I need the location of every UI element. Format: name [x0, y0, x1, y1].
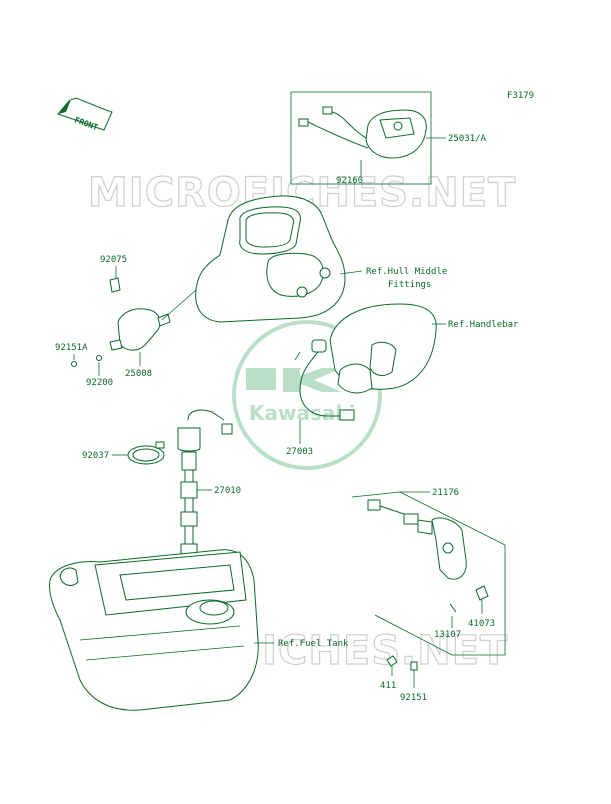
front-arrow-icon: FRONT [57, 97, 113, 132]
clip-92075 [109, 277, 121, 293]
clip-411 [386, 655, 398, 667]
hull-middle-part [195, 195, 346, 323]
label-92037: 92037 [82, 451, 109, 461]
logo-text: Kawasaki [249, 401, 356, 425]
label-25031a: 25031/A [448, 134, 487, 144]
part-25008 [117, 308, 161, 351]
label-ref-handlebar: Ref.Handlebar [448, 320, 519, 330]
fuel-tank [49, 549, 259, 711]
label-21176: 21176 [432, 488, 459, 498]
nut-92200 [96, 355, 102, 361]
label-92151: 92151 [400, 693, 427, 703]
label-ref-fuel-tank: Ref.Fuel Tank [278, 639, 349, 649]
label-ref-hull-2: Fittings [388, 280, 431, 290]
label-41073: 41073 [468, 619, 495, 629]
fuel-sender-27010 [177, 409, 233, 555]
box-21176 [351, 491, 506, 656]
clip-41073 [475, 585, 489, 601]
bolt-92151 [410, 661, 418, 671]
figure-id: F3179 [507, 91, 534, 101]
label-92075: 92075 [100, 255, 127, 265]
label-27003: 27003 [286, 447, 313, 457]
harness-27003 [294, 339, 355, 421]
label-92160: 92160 [336, 176, 363, 186]
label-13107: 13107 [434, 630, 461, 640]
label-25008: 25008 [125, 369, 152, 379]
screw-92151a [71, 361, 77, 367]
label-92151a: 92151A [55, 343, 88, 353]
label-27010: 27010 [214, 486, 241, 496]
kawasaki-logo: Kawasaki [232, 320, 382, 470]
label-411: 411 [380, 681, 396, 691]
handlebar-part [329, 303, 437, 394]
label-ref-hull: Ref.Hull Middle [366, 267, 447, 277]
meter-assembly [298, 106, 427, 159]
label-92200: 92200 [86, 378, 113, 388]
pin-13107 [449, 603, 457, 613]
sensor-21176 [367, 499, 467, 580]
